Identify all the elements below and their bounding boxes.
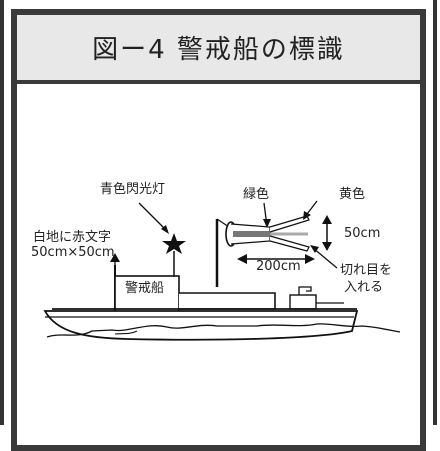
figure-frame: 図ー4 警戒船の標識 警戒船 — [11, 9, 426, 451]
sign-desc-line1: 白地に赤文字 — [33, 229, 111, 245]
vdim-up — [322, 215, 332, 224]
vertical-size-label: 50cm — [344, 226, 380, 241]
vdim-down — [322, 242, 332, 251]
deckhouse-lower — [179, 292, 276, 310]
blue-light-arrowhead — [161, 225, 169, 234]
hdim-left — [237, 254, 247, 264]
sign-arrowhead — [110, 253, 120, 262]
figure-title: 図ー4 警戒船の標識 — [92, 35, 345, 65]
left-edge-bar — [0, 0, 4, 425]
windsock-yellow-top — [269, 215, 310, 233]
green-arrowhead — [263, 219, 271, 228]
waves — [46, 323, 401, 338]
guard-ship-diagram: 警戒船 — [31, 181, 401, 341]
cut-label-line2: 入れる — [344, 280, 383, 295]
hdim-right — [305, 254, 315, 264]
blue-light-label: 青色閃光灯 — [100, 181, 165, 197]
cut-pointer — [312, 247, 338, 269]
blue-light-pointer — [138, 202, 168, 232]
yellow-arrowhead — [303, 211, 311, 220]
cut-arrowhead — [310, 245, 319, 253]
flashing-light-star — [162, 233, 186, 254]
sign-text: 警戒船 — [125, 280, 164, 296]
horizontal-size-label: 200cm — [256, 259, 301, 274]
right-edge-bar — [433, 0, 437, 425]
sign-desc-line2: 50cm×50cm — [31, 245, 115, 260]
windsock-yellow-bottom — [269, 235, 310, 252]
wave-detail — [114, 330, 138, 335]
title-bar: 図ー4 警戒船の標識 — [17, 15, 420, 84]
cut-label-line1: 切れ目を — [340, 263, 392, 278]
stern-detail — [298, 286, 312, 295]
yellow-label: 黄色 — [339, 186, 365, 202]
stern-equipment — [289, 294, 317, 310]
green-label: 緑色 — [243, 186, 269, 202]
